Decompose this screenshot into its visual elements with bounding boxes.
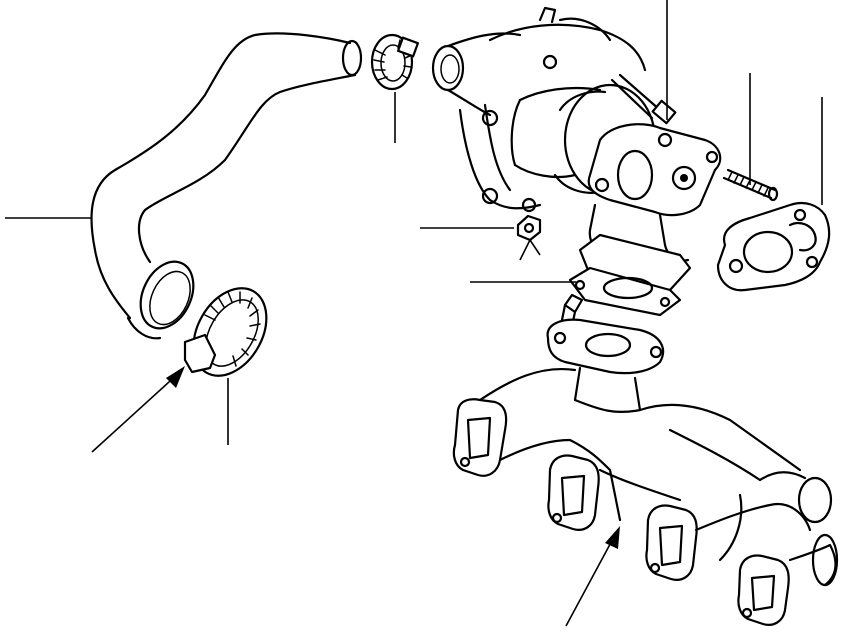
arrow-manifold-head: [605, 526, 620, 549]
exhaust-manifold: [452, 293, 839, 626]
leader-nut-tick: [519, 238, 541, 261]
leader-lines: [5, 0, 823, 627]
arrow-manifold-shaft: [565, 534, 616, 627]
gasket-turbo-outlet: [716, 201, 831, 292]
arrow-clamp-head: [166, 366, 185, 388]
nut: [516, 214, 542, 242]
upper-hose: [90, 32, 363, 340]
arrow-clamp-shaft: [91, 371, 181, 453]
stud: [722, 168, 779, 202]
turbocharger: [431, 6, 722, 262]
gasket-manifold: [568, 233, 692, 317]
hose-clamp-bottom: [183, 287, 268, 377]
hose-clamp-top: [370, 33, 420, 91]
